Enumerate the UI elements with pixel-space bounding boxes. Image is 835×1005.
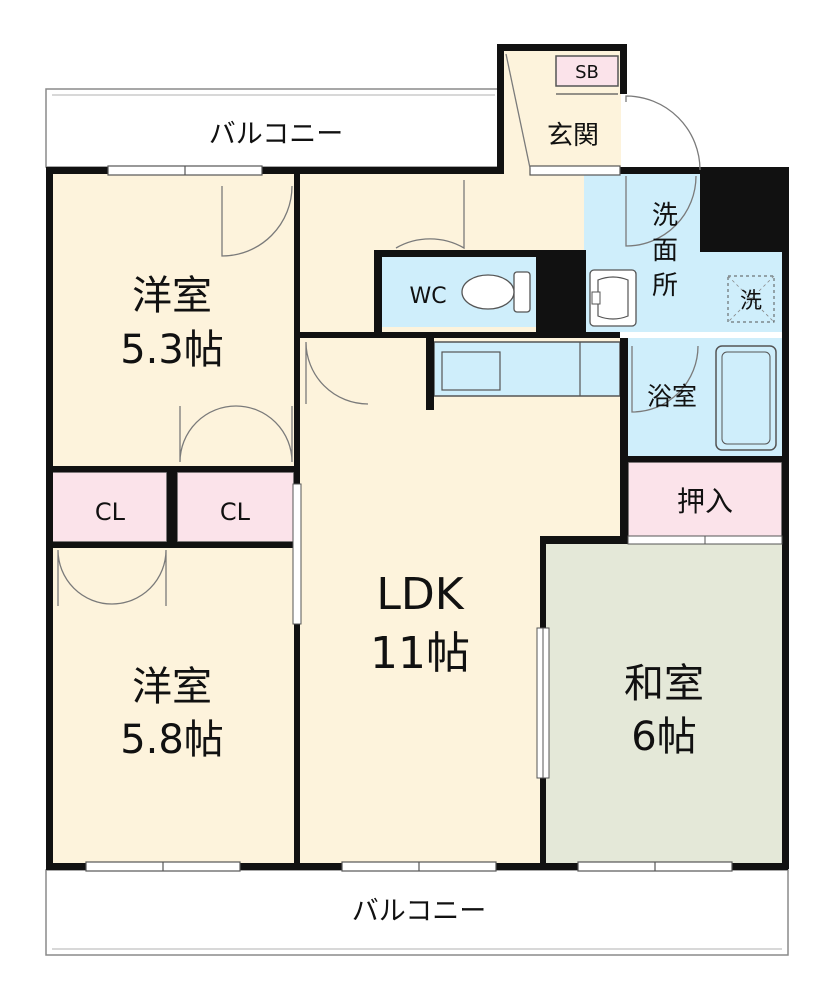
western-room-2-size: 5.8帖 [120, 717, 224, 763]
western-room-1-name: 洋室 [132, 273, 212, 319]
western-room-1-floor [52, 174, 294, 466]
bathtub-inner [721, 351, 771, 445]
ldk-name: LDK [376, 569, 464, 620]
japanese-room-size: 6帖 [631, 714, 696, 760]
closet-1-label: CL [95, 498, 126, 526]
balcony-bottom-area [45, 869, 789, 956]
washroom-label-1: 洗 [652, 201, 678, 231]
wash-basin-tap [591, 291, 601, 305]
japanese-room-floor [546, 544, 782, 863]
closet-2-area [176, 471, 295, 543]
sliding-door-ldk-western [292, 483, 302, 625]
closet-1-area [51, 471, 168, 543]
toilet-tank [513, 271, 531, 313]
washroom-label-3: 所 [652, 271, 678, 301]
washer-mark-label: 洗 [740, 289, 762, 314]
wash-basin-bowl [597, 276, 629, 320]
western-room-1-size: 5.3帖 [120, 327, 224, 373]
shoebox-area [555, 55, 619, 87]
kitchen-sink [441, 351, 501, 391]
entrance-label: 玄関 [547, 121, 599, 151]
wash-basin [589, 269, 637, 327]
bathtub [715, 345, 777, 451]
washroom-label-2: 面 [652, 236, 678, 266]
wc-label: WC [409, 284, 446, 309]
door-swings [57, 53, 701, 606]
washer-diagonal-2 [727, 275, 775, 323]
balcony-top-label: バルコニー [209, 119, 343, 150]
toilet-bowl [461, 274, 515, 310]
oshiire-label: 押入 [677, 485, 733, 518]
balcony-bottom-label: バルコニー [352, 896, 486, 927]
washer-space [727, 275, 775, 323]
window-mullions [162, 166, 656, 871]
closet-2-label: CL [220, 498, 251, 526]
japanese-room-name: 和室 [624, 661, 704, 707]
western-room-2-name: 洋室 [132, 664, 212, 710]
balcony-top-area [45, 88, 502, 168]
shoebox-label: SB [575, 62, 599, 83]
bathroom-label: 浴室 [647, 382, 697, 411]
ldk-size: 11帖 [370, 628, 470, 679]
kitchen-counter [433, 341, 621, 397]
